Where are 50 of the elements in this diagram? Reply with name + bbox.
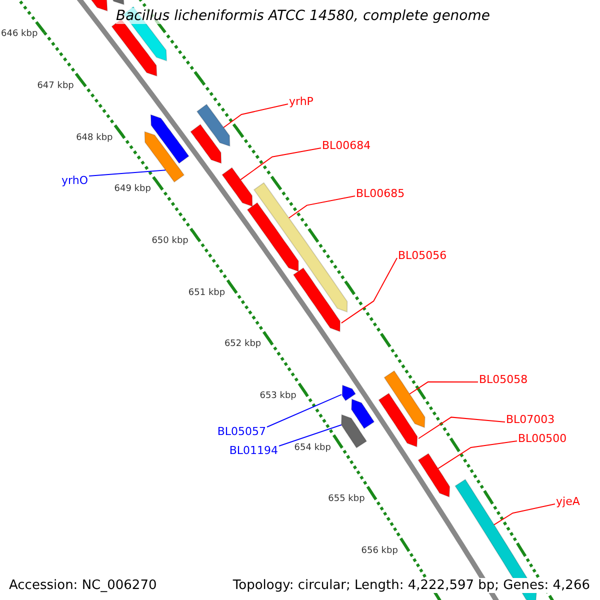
gene-feature: [342, 384, 356, 402]
gene-label: BL00500: [518, 432, 567, 445]
gene-feature: [292, 267, 341, 332]
gene-label: BL05057: [217, 425, 266, 438]
gene-label: BL01194: [229, 444, 278, 457]
gene-label: yrhP: [289, 95, 314, 108]
leader-line: [88, 170, 166, 176]
leader-line: [418, 416, 506, 439]
gene-label: yrhO: [62, 174, 88, 187]
gene-feature: [418, 452, 450, 498]
scale-label: 648 kbp: [76, 132, 113, 143]
leader-line: [240, 148, 322, 180]
gene-feature: [246, 202, 299, 272]
gene-feature: [384, 370, 426, 428]
scale-label: 655 kbp: [328, 494, 365, 504]
scale-label: 651 kbp: [188, 288, 226, 298]
title: Bacillus licheniformis ATCC 14580, complete genome: [116, 8, 490, 24]
leader-line: [409, 381, 478, 394]
gene-label: BL00684: [322, 139, 371, 152]
leader-line: [494, 504, 556, 526]
leader-line: [278, 424, 342, 446]
footer-text: Topology: circular; Length: 4,222,597 bp; Genes: 4,266: [232, 578, 590, 593]
leader-line: [266, 394, 342, 428]
gene-feature: [253, 182, 348, 313]
scale-label: 646 kbp: [1, 29, 38, 40]
scale-label: 653 kbp: [260, 390, 296, 401]
gene-label: BL00685: [356, 187, 405, 200]
leader-line: [340, 258, 398, 324]
gene-label: BL05056: [398, 249, 447, 262]
gene-feature: [340, 414, 368, 448]
leader-line: [438, 440, 518, 470]
gene-label: BL05058: [479, 373, 528, 386]
scale-label: 647 kbp: [37, 81, 74, 92]
leader-line: [223, 104, 288, 128]
gene-feature: [222, 167, 253, 208]
scale-label: 654 kbp: [294, 442, 331, 452]
scale-label: 650 kbp: [152, 236, 188, 246]
scale-label: 652 kbp: [224, 339, 262, 350]
scale-label: 649 kbp: [114, 184, 151, 194]
gene-label: yjeA: [556, 495, 580, 508]
gene-feature: [144, 131, 185, 183]
leader-line: [288, 196, 356, 218]
footer-text: Accession: NC_006270: [9, 578, 157, 593]
gene-feature: [196, 104, 230, 147]
gene-label: BL07003: [506, 413, 555, 426]
gene-feature: [150, 114, 190, 164]
gene-feature: [351, 398, 375, 430]
gene-feature: [378, 392, 418, 448]
gene-feature: [190, 124, 222, 164]
scale-label: 656 kbp: [361, 546, 398, 556]
